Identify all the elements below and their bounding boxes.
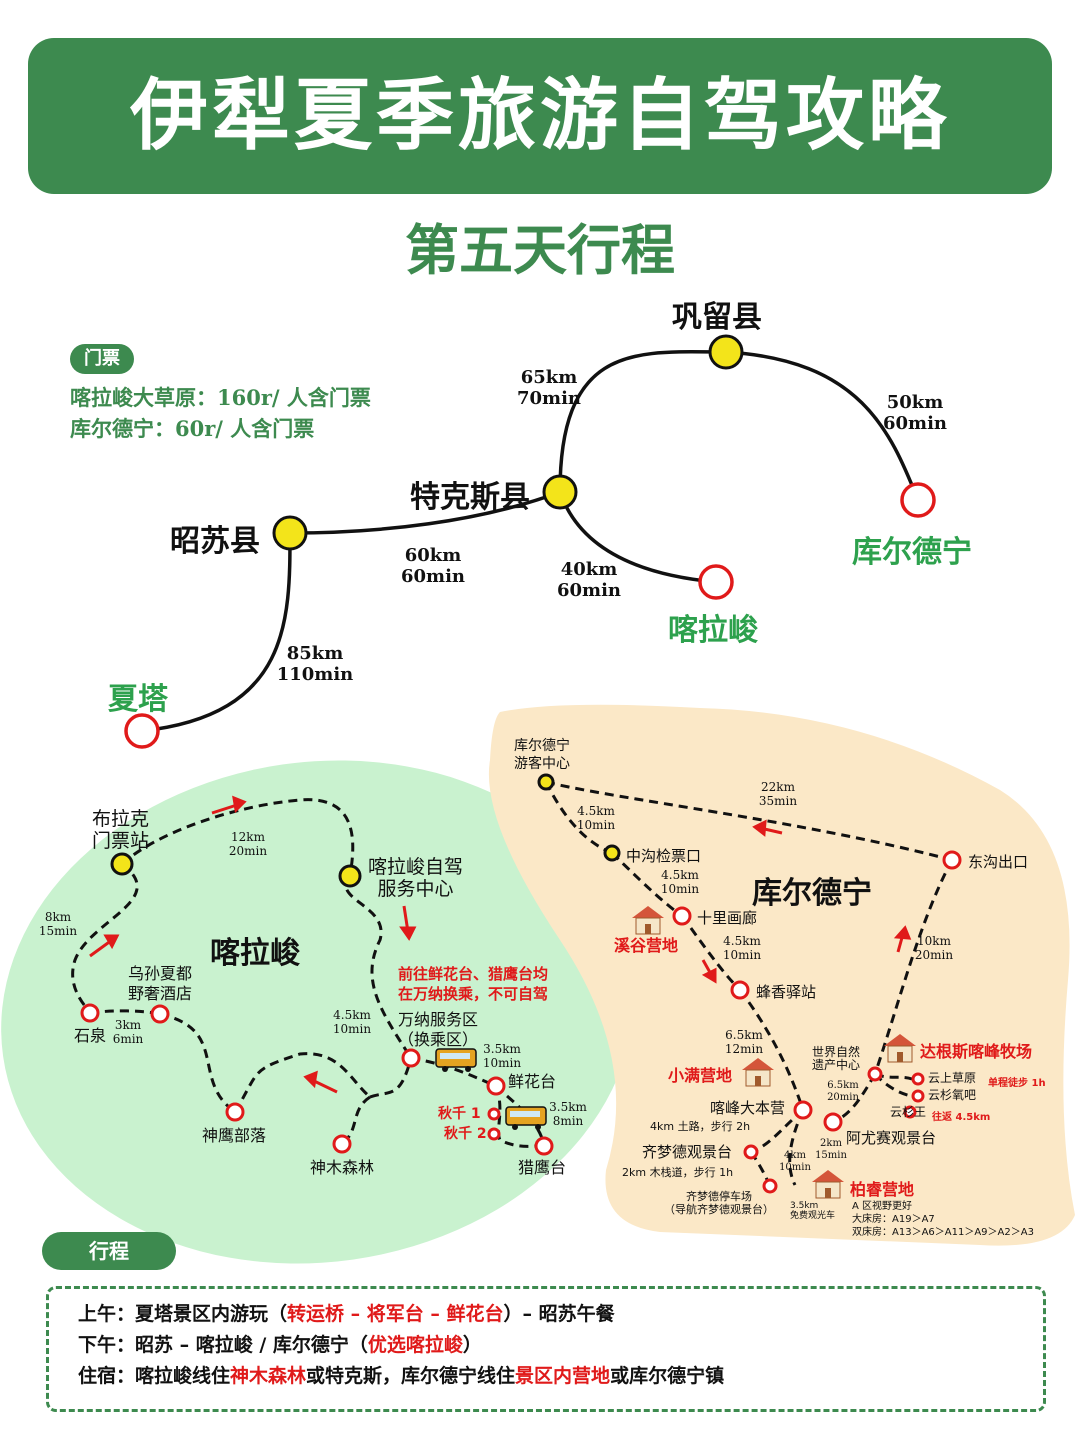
ticket-item-kuerdening: 库尔德宁：60r/ 人含门票 (70, 416, 315, 441)
tickets-label: 门票 (70, 344, 134, 374)
kalajun-xianhuatai: 鲜花台 (508, 1072, 557, 1091)
dest-kuerdening: 库尔德宁 (852, 535, 972, 570)
ticket-item-kalajun: 喀拉峻大草原：160r/ 人含门票 (70, 385, 371, 410)
kuerdening-yunshang: 云上草原 (928, 1071, 977, 1085)
kuerdening-heritage-center: 世界自然 遗产中心 (812, 1045, 861, 1072)
borui-note: A 区视野更好 大床房：A19＞A7 双床房：A13＞A6＞A11＞A9＞A2＞… (852, 1201, 1034, 1238)
kuerdening-kafeng: 喀峰大本营 (710, 1099, 786, 1117)
itinerary-afternoon: 下午：昭苏 – 喀拉峻 / 库尔德宁（优选喀拉峻） (78, 1334, 482, 1356)
kuerdening-map-title: 库尔德宁 (752, 876, 872, 911)
kuerdening-trail-wood: 2km 木栈道，步行 1h (622, 1166, 734, 1179)
itinerary-box (46, 1286, 1046, 1412)
kalajun-wusun: 乌孙夏都 野奢酒店 (128, 964, 193, 1003)
town-tekes: 特克斯县 (410, 480, 530, 515)
kuerdening-qimengde: 齐梦德观景台 (642, 1143, 733, 1161)
kalajun-wanna: 万纳服务区 （换乘区） (398, 1010, 479, 1049)
camp-borui: 柏睿营地 (850, 1180, 915, 1199)
kalajun-transfer-note: 前往鲜花台、猎鹰台均 在万纳换乘，不可自驾 (398, 965, 549, 1003)
kuerdening-yunshan-king: 云杉王 (890, 1105, 927, 1119)
kuerdening-yunshan-oxygen: 云杉氧吧 (928, 1088, 977, 1102)
kalajun-area (1, 760, 635, 1264)
kalajun-qiuqian2: 秋千 2 (444, 1126, 487, 1142)
camp-xiaoman: 小满营地 (668, 1066, 733, 1085)
dest-xiata: 夏塔 (108, 682, 168, 717)
itinerary-label: 行程 (42, 1232, 176, 1270)
kuerdening-fengxiang: 蜂香驿站 (756, 983, 817, 1001)
main-route-lines (141, 350, 920, 733)
kuerdening-bus-distance: 3.5km (790, 1201, 819, 1211)
bus-icons (435, 1048, 547, 1130)
kuerdening-trail-earth: 4km 土路，步行 2h (650, 1120, 751, 1133)
camp-xigu: 溪谷营地 (614, 936, 679, 955)
kalajun-map-title: 喀拉峻 (210, 936, 300, 971)
main-route-nodes (272, 334, 744, 551)
kalajun-buluke: 布拉克 门票站 (92, 808, 150, 852)
kalajun-shenying: 神鹰部落 (202, 1126, 267, 1145)
town-zhaosu: 昭苏县 (170, 524, 260, 559)
kalajun-shiquan: 石泉 (74, 1026, 107, 1045)
house-icons (632, 906, 916, 1199)
itinerary-morning: 上午：夏塔景区内游玩（转运桥 – 将军台 – 鲜花台）– 昭苏午餐 (78, 1303, 615, 1325)
kuerdening-round-trip: 往返 4.5km (932, 1112, 991, 1123)
kuerdening-visitor-center: 库尔德宁 游客中心 (514, 738, 570, 772)
kuerdening-zhonggou: 中沟检票口 (626, 847, 702, 865)
kalajun-lieyingtai: 猎鹰台 (518, 1158, 567, 1177)
kuerdening-free-bus: 免费观光车 (790, 1211, 836, 1221)
kalajun-shenmu: 神木森林 (310, 1158, 375, 1177)
kalajun-qiuqian1: 秋千 1 (438, 1106, 481, 1122)
kalajun-arrows (89, 795, 417, 1094)
kuerdening-parking: 齐梦德停车场 （导航齐梦德观景台） (664, 1190, 774, 1216)
kuerdening-ayousai: 阿尤赛观景台 (846, 1129, 937, 1147)
page-subtitle: 第五天行程 (405, 219, 675, 282)
kalajun-service-center: 喀拉峻自驾 服务中心 (368, 856, 464, 900)
town-gongliu: 巩留县 (672, 300, 762, 335)
page-title: 伊犁夏季旅游自驾攻略 (129, 71, 950, 161)
camp-dagensi: 达根斯喀峰牧场 (920, 1042, 1033, 1061)
dest-kalajun: 喀拉峻 (668, 613, 758, 648)
kuerdening-arrows (701, 819, 912, 984)
title-banner (28, 38, 1052, 194)
kuerdening-single-hike: 单程徒步 1h (988, 1078, 1046, 1089)
kuerdening-area (488, 704, 1075, 1246)
kalajun-routes (71, 798, 546, 1148)
itinerary-stay: 住宿：喀拉峻线住神木森林或特克斯，库尔德宁线住景区内营地或库尔德宁镇 (78, 1365, 725, 1387)
kuerdening-dongou: 东沟出口 (968, 853, 1029, 871)
kuerdening-shili: 十里画廊 (697, 909, 758, 927)
